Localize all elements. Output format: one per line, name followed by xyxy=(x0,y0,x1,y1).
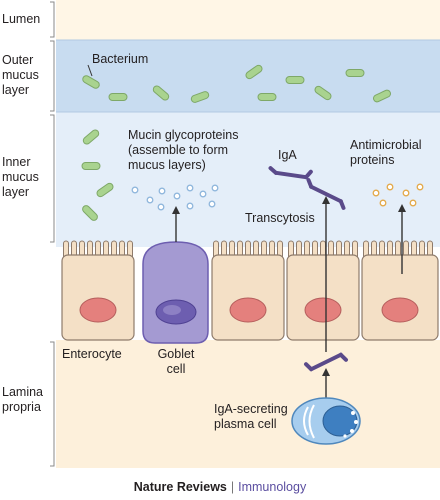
outer-mucus-bracket xyxy=(50,40,55,112)
journal-section: Immunology xyxy=(238,480,307,494)
arrows xyxy=(172,196,406,402)
enterocyte-nucleus xyxy=(381,297,419,323)
iga-icon xyxy=(304,352,348,372)
outer-bacteria xyxy=(82,64,391,103)
goblet-nucleus-highlight xyxy=(163,305,181,315)
mucin-dot xyxy=(131,186,139,194)
enterocyte-nucleus xyxy=(79,297,117,323)
bacterium-icon xyxy=(314,85,332,101)
epithelium xyxy=(61,241,439,344)
iga-icon xyxy=(306,178,346,210)
region-brackets xyxy=(50,1,55,467)
bacterium-icon xyxy=(82,205,98,221)
label-antimicrobial-proteins: Antimicrobial proteins xyxy=(350,138,422,167)
region-label-lamina-propria: Lamina propria xyxy=(2,385,43,414)
mucin-dot xyxy=(208,200,216,208)
label-bacterium: Bacterium xyxy=(92,52,149,66)
label-transcytosis: Transcytosis xyxy=(245,211,315,225)
bacterium-icon xyxy=(81,162,101,170)
mucin-dot xyxy=(211,184,219,192)
label-enterocyte: Enterocyte xyxy=(62,347,122,361)
mucin-dot xyxy=(186,202,194,210)
enterocyte-nucleus xyxy=(304,297,342,323)
mucin-dots xyxy=(131,184,219,211)
region-label-outer-mucus: Outer mucus layer xyxy=(2,53,39,97)
bacterium-icon xyxy=(152,85,170,101)
bacterium-icon xyxy=(245,64,263,80)
bacterium-icon xyxy=(82,75,100,89)
bacterium-icon xyxy=(82,129,100,145)
iga-icon xyxy=(268,166,313,180)
lamina-band xyxy=(56,340,440,468)
lumen-bracket xyxy=(50,1,55,38)
lamina-bracket xyxy=(50,341,55,467)
label-iga: IgA xyxy=(278,148,297,162)
journal-name: Nature Reviews xyxy=(133,480,227,494)
label-goblet-cell: Goblet cell xyxy=(157,347,195,376)
mucin-dot xyxy=(157,203,165,211)
bacterium-pointer xyxy=(87,64,93,77)
lumen-band xyxy=(56,0,440,40)
bacterium-icon xyxy=(190,91,210,103)
plasma-cell-icon xyxy=(291,397,361,445)
antimicrobial-dot xyxy=(386,183,394,191)
iga-molecules xyxy=(268,166,348,372)
region-label-lumen: Lumen xyxy=(2,12,41,26)
region-label-inner-mucus: Inner mucus layer xyxy=(2,155,39,199)
antimicrobial-dot xyxy=(379,199,387,207)
bacterium-icon xyxy=(345,69,365,77)
enterocyte-nucleus xyxy=(229,297,267,323)
mucin-dot xyxy=(186,184,194,192)
credit-separator: | xyxy=(230,480,235,494)
bacterium-icon xyxy=(108,93,128,101)
antimicrobial-dot xyxy=(372,189,380,197)
inner-mucus-band xyxy=(56,112,440,247)
inner-bacteria xyxy=(81,129,114,221)
antimicrobial-dot xyxy=(402,189,410,197)
label-plasma-cell: IgA-secreting plasma cell xyxy=(214,402,288,431)
antimicrobial-dot xyxy=(409,199,417,207)
mucin-dot xyxy=(158,187,166,195)
journal-credit: Nature Reviews|Immunology xyxy=(0,480,440,494)
inner-mucus-bracket xyxy=(50,114,55,243)
antimicrobial-dot xyxy=(416,183,424,191)
bacterium-icon xyxy=(373,89,391,103)
bacterium-icon xyxy=(257,93,277,101)
mucin-dot xyxy=(173,192,181,200)
mucin-dot xyxy=(146,196,154,204)
label-mucin-glycoproteins: Mucin glycoproteins (assemble to form mu… xyxy=(128,128,239,172)
mucin-dot xyxy=(199,190,207,198)
bacterium-icon xyxy=(96,182,114,198)
bacterium-icon xyxy=(285,76,305,84)
goblet-cell xyxy=(142,241,209,344)
antimicrobial-dots xyxy=(372,183,424,207)
